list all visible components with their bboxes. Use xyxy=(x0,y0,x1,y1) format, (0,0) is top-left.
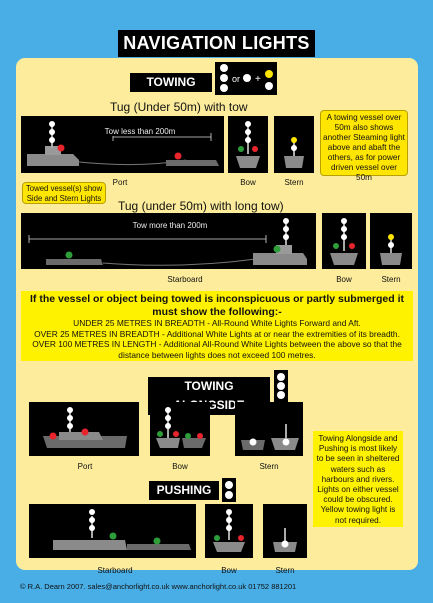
section-pushing-header: PUSHING xyxy=(149,481,219,500)
submerged-tow-note: If the vessel or object being towed is i… xyxy=(21,291,413,361)
submerged-tow-heading: If the vessel or object being towed is i… xyxy=(30,293,404,318)
light-legend-icon: or + xyxy=(220,64,273,92)
tow-short-distance-label: Tow less than 200m xyxy=(100,127,180,136)
alongside-bow-image xyxy=(156,407,206,448)
tow-long-distance-label: Tow more than 200m xyxy=(120,221,220,230)
alongside-stern-image xyxy=(241,424,299,450)
tow-short-stern-view xyxy=(274,116,314,173)
alongside-view-label-bow: Bow xyxy=(172,462,188,471)
copyright-footer: © R.A. Dearn 2007. sales@anchorlight.co.… xyxy=(20,582,297,591)
alongside-pushing-note: Towing Alongside and Pushing is most lik… xyxy=(313,431,403,527)
pushing-bow-image xyxy=(213,509,245,552)
tow-long-stern-view xyxy=(370,213,412,269)
pushing-view-label-stern: Stern xyxy=(275,566,295,575)
tug-long-bow-image xyxy=(330,218,358,265)
tug-tow-short-port-image xyxy=(27,121,219,166)
pushing-view-label-bow: Bow xyxy=(221,566,237,575)
towing-light-legend: or + xyxy=(215,62,277,95)
alongside-port-view xyxy=(29,402,139,456)
pushing-stern-view xyxy=(263,504,307,558)
alongside-light-legend xyxy=(274,370,288,403)
tow-short-view-label-bow: Bow xyxy=(240,178,256,187)
tug-stern-image xyxy=(284,137,304,168)
towed-vessel-note: Towed vessel(s) show Side and Stern Ligh… xyxy=(22,182,106,204)
alongside-view-label-port: Port xyxy=(77,462,93,471)
tow-long-view-label-stern: Stern xyxy=(381,275,401,284)
alongside-bow-view xyxy=(150,402,210,456)
alongside-view-label-stern: Stern xyxy=(259,462,279,471)
pushing-starboard-image xyxy=(53,509,191,550)
two-white-lights-icon xyxy=(225,481,233,499)
tow-short-caption: Tug (Under 50m) with tow xyxy=(110,100,248,114)
pushing-light-legend xyxy=(222,478,236,502)
svg-text:or: or xyxy=(232,74,240,84)
submerged-line-3: OVER 100 METRES IN LENGTH - Additional A… xyxy=(32,339,402,360)
pushing-stern-image xyxy=(273,528,297,552)
page-title: NAVIGATION LIGHTS 3 xyxy=(118,30,315,80)
tow-short-port-view xyxy=(21,116,224,173)
tow-over-50m-note: A towing vessel over 50m also shows anot… xyxy=(320,110,408,182)
tow-long-view-label-starboard: Starboard xyxy=(167,275,203,284)
submerged-line-2: OVER 25 METRES IN BREADTH - Additional W… xyxy=(34,328,400,339)
alongside-port-image xyxy=(43,407,127,448)
three-white-lights-icon xyxy=(277,373,285,399)
tug-tow-long-starboard-image xyxy=(28,218,307,266)
tow-long-caption: Tug (under 50m) with long tow) xyxy=(118,199,284,213)
svg-text:+: + xyxy=(255,74,261,85)
tow-long-view-label-bow: Bow xyxy=(336,275,352,284)
alongside-stern-view xyxy=(235,402,303,456)
tug-bow-image xyxy=(236,121,260,168)
pushing-bow-view xyxy=(205,504,253,558)
tow-short-view-label-stern: Stern xyxy=(284,178,304,187)
tow-short-view-label-port: Port xyxy=(112,178,128,187)
pushing-starboard-view xyxy=(29,504,196,558)
pushing-view-label-starboard: Starboard xyxy=(97,566,133,575)
tow-long-bow-view xyxy=(322,213,366,269)
tow-short-bow-view xyxy=(228,116,268,173)
tug-long-stern-image xyxy=(380,234,402,265)
section-towing-header: TOWING xyxy=(130,73,212,92)
submerged-line-1: UNDER 25 METRES IN BREADTH - All-Round W… xyxy=(73,318,361,328)
